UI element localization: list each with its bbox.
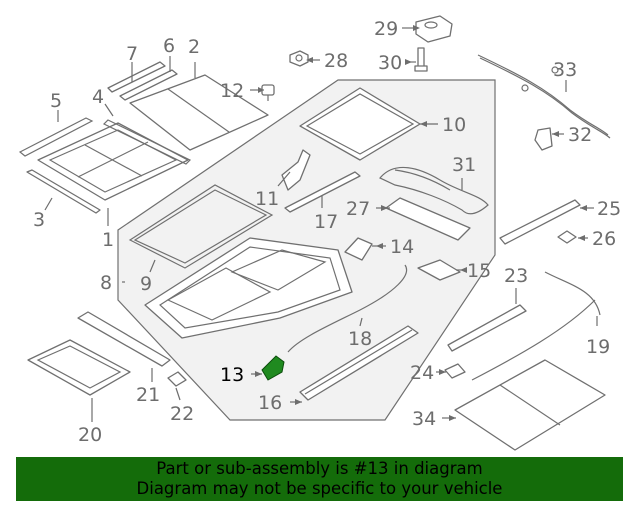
part-24-clip[interactable] [444, 363, 466, 379]
part-29-motor[interactable] [415, 15, 453, 43]
part-33-drain-hose[interactable] [477, 54, 611, 139]
callout-7: 7 [126, 43, 138, 65]
part-15-bracket[interactable] [417, 259, 461, 281]
callout-8: 8 [100, 272, 112, 294]
part-5-side-strip[interactable] [18, 117, 94, 157]
callout-27: 27 [346, 198, 370, 220]
callout-23: 23 [504, 265, 528, 287]
part-16-rail[interactable] [299, 325, 419, 401]
callout-30: 30 [378, 52, 402, 74]
callout-13: 13 [220, 364, 244, 386]
arrow-heads [255, 25, 587, 421]
part-30-bolt[interactable] [414, 47, 428, 72]
callout-32: 32 [568, 124, 592, 146]
part-17-rail[interactable] [284, 171, 361, 213]
part-31-harness[interactable] [379, 166, 489, 215]
callout-12: 12 [220, 80, 244, 102]
callout-4: 4 [92, 86, 104, 108]
callout-15: 15 [467, 260, 491, 282]
callout-17: 17 [314, 211, 338, 233]
part-6-seal-strip[interactable] [119, 69, 178, 101]
callout-28: 28 [324, 50, 348, 72]
part-2-shade[interactable] [129, 74, 269, 151]
callout-20: 20 [78, 424, 102, 446]
part-7-deflector[interactable] [107, 61, 166, 93]
part-14-drive[interactable] [344, 237, 373, 261]
callout-29: 29 [374, 18, 398, 40]
part-1-glass-panel[interactable] [37, 122, 189, 201]
banner-line-1: Part or sub-assembly is #13 in diagram [156, 459, 483, 478]
part-20-glass[interactable] [27, 339, 131, 396]
part-27-panel[interactable] [385, 197, 471, 241]
part-4-front-strip[interactable] [102, 119, 192, 165]
callout-34: 34 [412, 408, 436, 430]
part-21-strip[interactable] [77, 311, 171, 367]
part-12-clip[interactable] [261, 84, 275, 101]
part-25-strip[interactable] [499, 199, 581, 245]
part-11-bracket[interactable] [281, 149, 311, 191]
callout-26: 26 [592, 228, 616, 250]
callout-24: 24 [410, 362, 434, 384]
callout-3: 3 [33, 209, 45, 231]
part-23-strip[interactable] [447, 304, 527, 352]
banner-line-2: Diagram may not be specific to your vehi… [136, 479, 503, 498]
part-frame [144, 237, 353, 339]
callout-14: 14 [390, 236, 414, 258]
callout-21: 21 [136, 384, 160, 406]
callout-1: 1 [102, 229, 114, 251]
callout-9: 9 [140, 273, 152, 295]
part-9-seal[interactable] [128, 184, 274, 269]
parts-diagram: 1 2 3 4 5 6 7 8 9 10 11 12 13 14 15 16 1… [18, 15, 621, 451]
callout-2: 2 [188, 36, 200, 58]
part-13-highlighted[interactable] [261, 355, 285, 381]
part-18-cable[interactable] [287, 264, 408, 353]
part-34-cover[interactable] [454, 359, 606, 451]
callout-31: 31 [452, 154, 476, 176]
part-32-bracket[interactable] [534, 127, 553, 151]
callout-25: 25 [597, 198, 621, 220]
callout-18: 18 [348, 328, 372, 350]
callout-5: 5 [50, 90, 62, 112]
callout-11: 11 [255, 188, 279, 210]
part-22-clip[interactable] [167, 371, 187, 387]
info-banner: Part or sub-assembly is #13 in diagram D… [16, 457, 623, 501]
part-26-clip[interactable] [557, 230, 577, 244]
callout-10: 10 [442, 114, 466, 136]
part-3-lower-strip[interactable] [26, 169, 101, 214]
part-28-push-pin[interactable] [289, 50, 309, 67]
callout-6: 6 [163, 35, 175, 57]
callout-19: 19 [586, 336, 610, 358]
callout-22: 22 [170, 403, 194, 425]
part-19-cable[interactable] [471, 271, 601, 381]
callout-16: 16 [258, 392, 282, 414]
callout-33: 33 [553, 59, 577, 81]
